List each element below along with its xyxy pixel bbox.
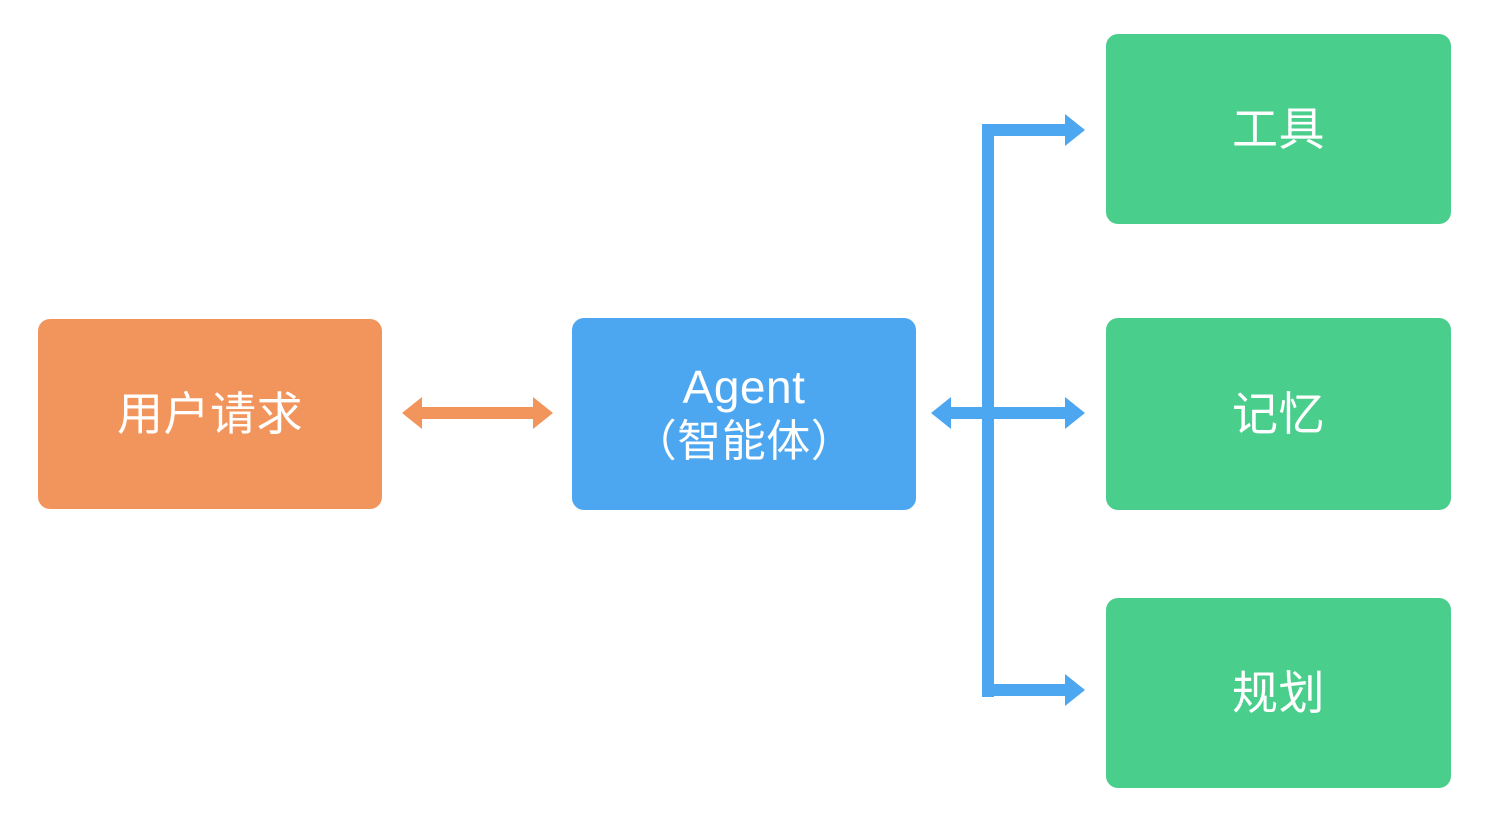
node-memory-label: 记忆 — [1232, 387, 1325, 440]
node-agent-label-primary: Agent — [682, 361, 806, 414]
connector-user-request-to-agent — [402, 397, 553, 429]
connector-agent-to-capabilities — [931, 114, 1085, 706]
node-user-request[interactable]: 用户请求 — [38, 319, 382, 509]
node-user-request-label: 用户请求 — [117, 387, 303, 440]
node-tools[interactable]: 工具 — [1106, 34, 1451, 224]
bus-arrow-icon — [931, 114, 1085, 706]
node-agent[interactable]: Agent （智能体） — [572, 318, 916, 510]
node-agent-label-secondary: （智能体） — [632, 417, 856, 467]
node-planning-label: 规划 — [1232, 666, 1325, 719]
double-headed-arrow-icon — [402, 397, 553, 429]
node-tools-label: 工具 — [1232, 102, 1325, 155]
node-memory[interactable]: 记忆 — [1106, 318, 1451, 510]
node-planning[interactable]: 规划 — [1106, 598, 1451, 788]
